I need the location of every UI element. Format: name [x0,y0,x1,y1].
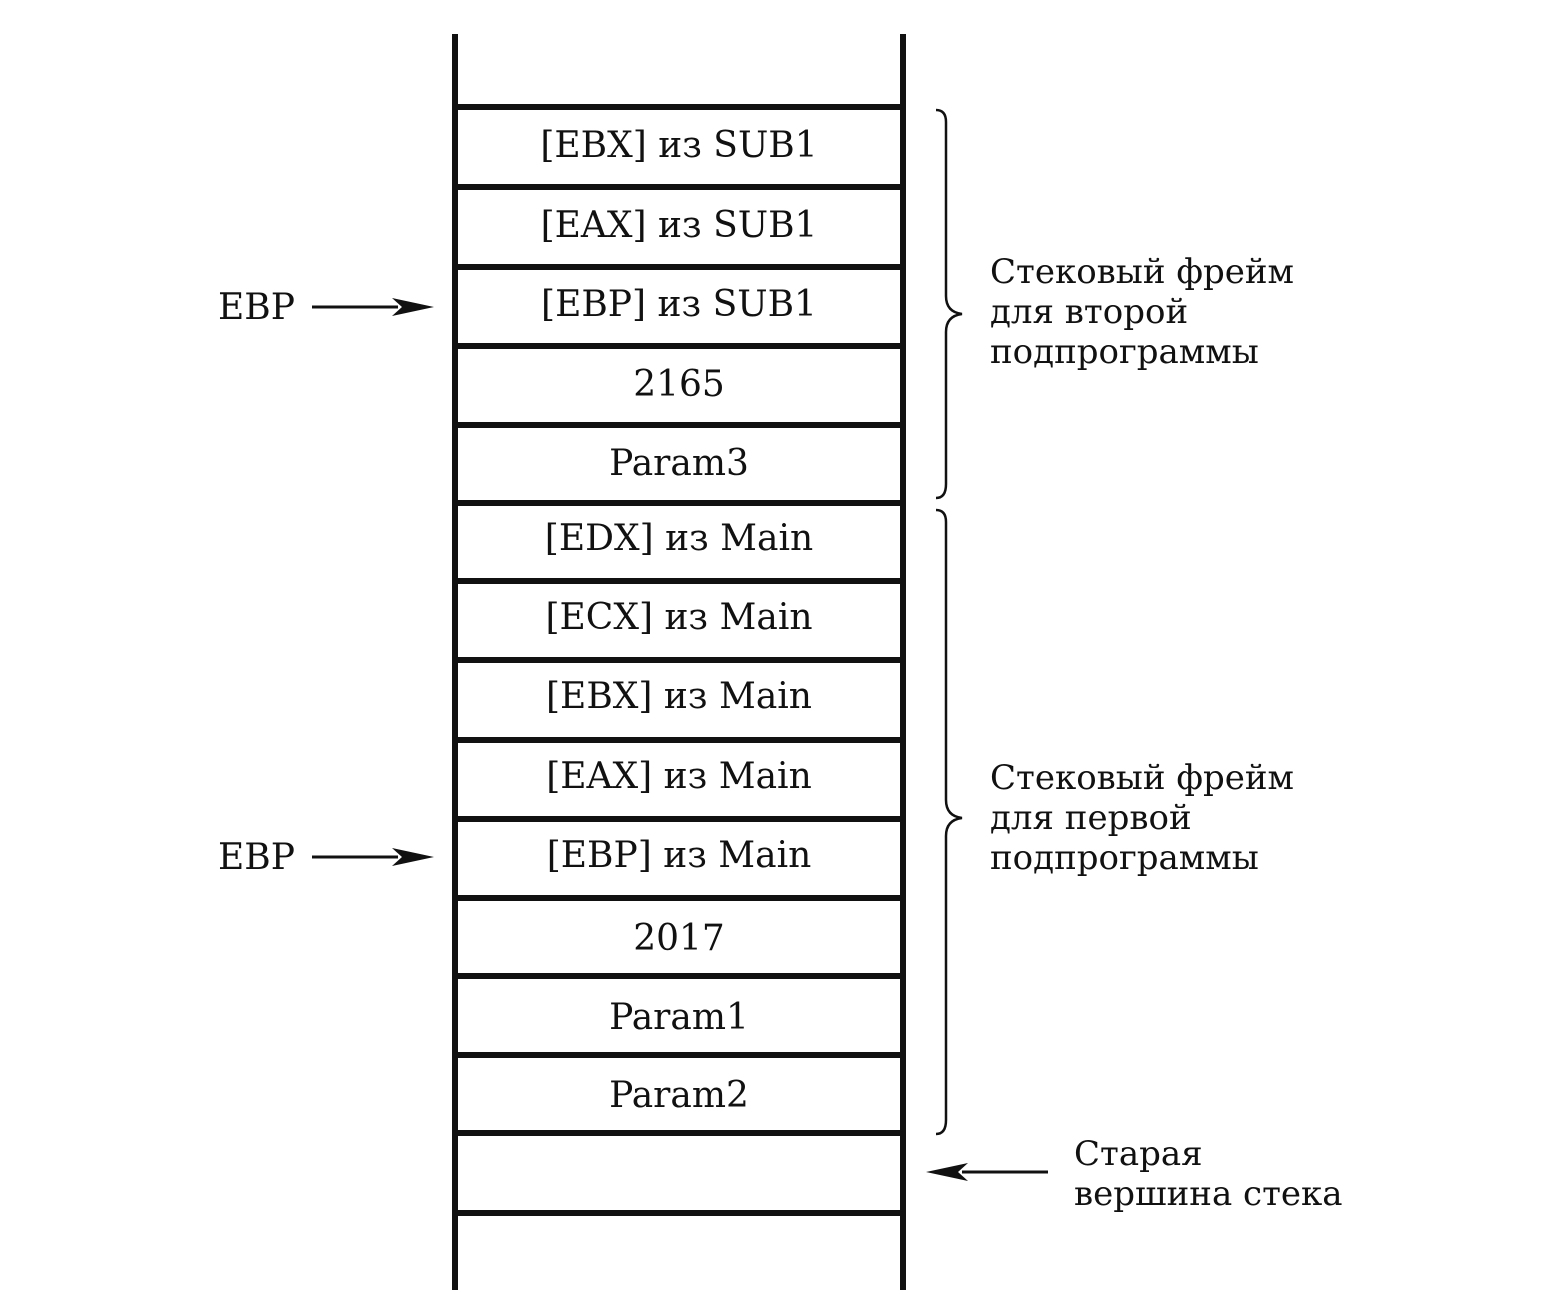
stack-divider [455,816,903,822]
stack-divider [455,264,903,270]
stack-cell-eax-main: [EAX] из Main [546,756,812,797]
stack-cell-return-2017: 2017 [633,918,725,959]
stack-divider [455,1052,903,1058]
ebp-arrow-top-icon [312,298,434,316]
stack-divider [455,578,903,584]
stack-cell-param2: Param2 [609,1075,749,1116]
stack-divider [455,1130,903,1136]
stack-divider [455,1210,903,1216]
stack-right-wall [900,34,906,1290]
ebp-pointer-label-top: EBP [218,287,295,328]
first-frame-label-line1: Стековый фрейм [990,758,1294,798]
stack-cell-param1: Param1 [609,997,749,1038]
stack-cell-eax-sub1: [EAX] из SUB1 [540,205,818,246]
stack-divider [455,343,903,349]
stack-cell-ebx-sub1: [EBX] из SUB1 [540,125,818,166]
stack-cell-ebx-main: [EBX] из Main [546,676,812,717]
stack-divider [455,184,903,190]
first-frame-label-line2: для первой [990,798,1192,838]
second-frame-brace-icon [935,108,963,500]
stack-divider [455,737,903,743]
second-frame-label-line1: Стековый фрейм [990,252,1294,292]
stack-divider [455,973,903,979]
stack-divider [455,895,903,901]
stack-divider [455,500,903,506]
first-frame-label-line3: подпрограммы [990,838,1259,878]
ebp-arrow-bottom-icon [312,848,434,866]
old-top-arrow-icon [926,1163,1048,1181]
stack-divider [455,422,903,428]
old-top-label-line2: вершина стека [1074,1174,1343,1214]
stack-cell-return-2165: 2165 [633,364,725,405]
second-frame-label-line3: подпрограммы [990,332,1259,372]
stack-cell-param3: Param3 [609,443,749,484]
second-frame-label-line2: для второй [990,292,1189,332]
old-top-label-line1: Старая [1074,1134,1203,1174]
stack-cell-edx-main: [EDX] из Main [544,518,814,559]
stack-cell-ebp-sub1: [EBP] из SUB1 [541,284,817,325]
ebp-pointer-label-bottom: EBP [218,837,295,878]
stack-cell-ecx-main: [ECX] из Main [545,597,813,638]
stack-divider [455,657,903,663]
stack-divider [455,104,903,110]
first-frame-brace-icon [935,508,963,1136]
stack-cell-ebp-main: [EBP] из Main [546,835,812,876]
